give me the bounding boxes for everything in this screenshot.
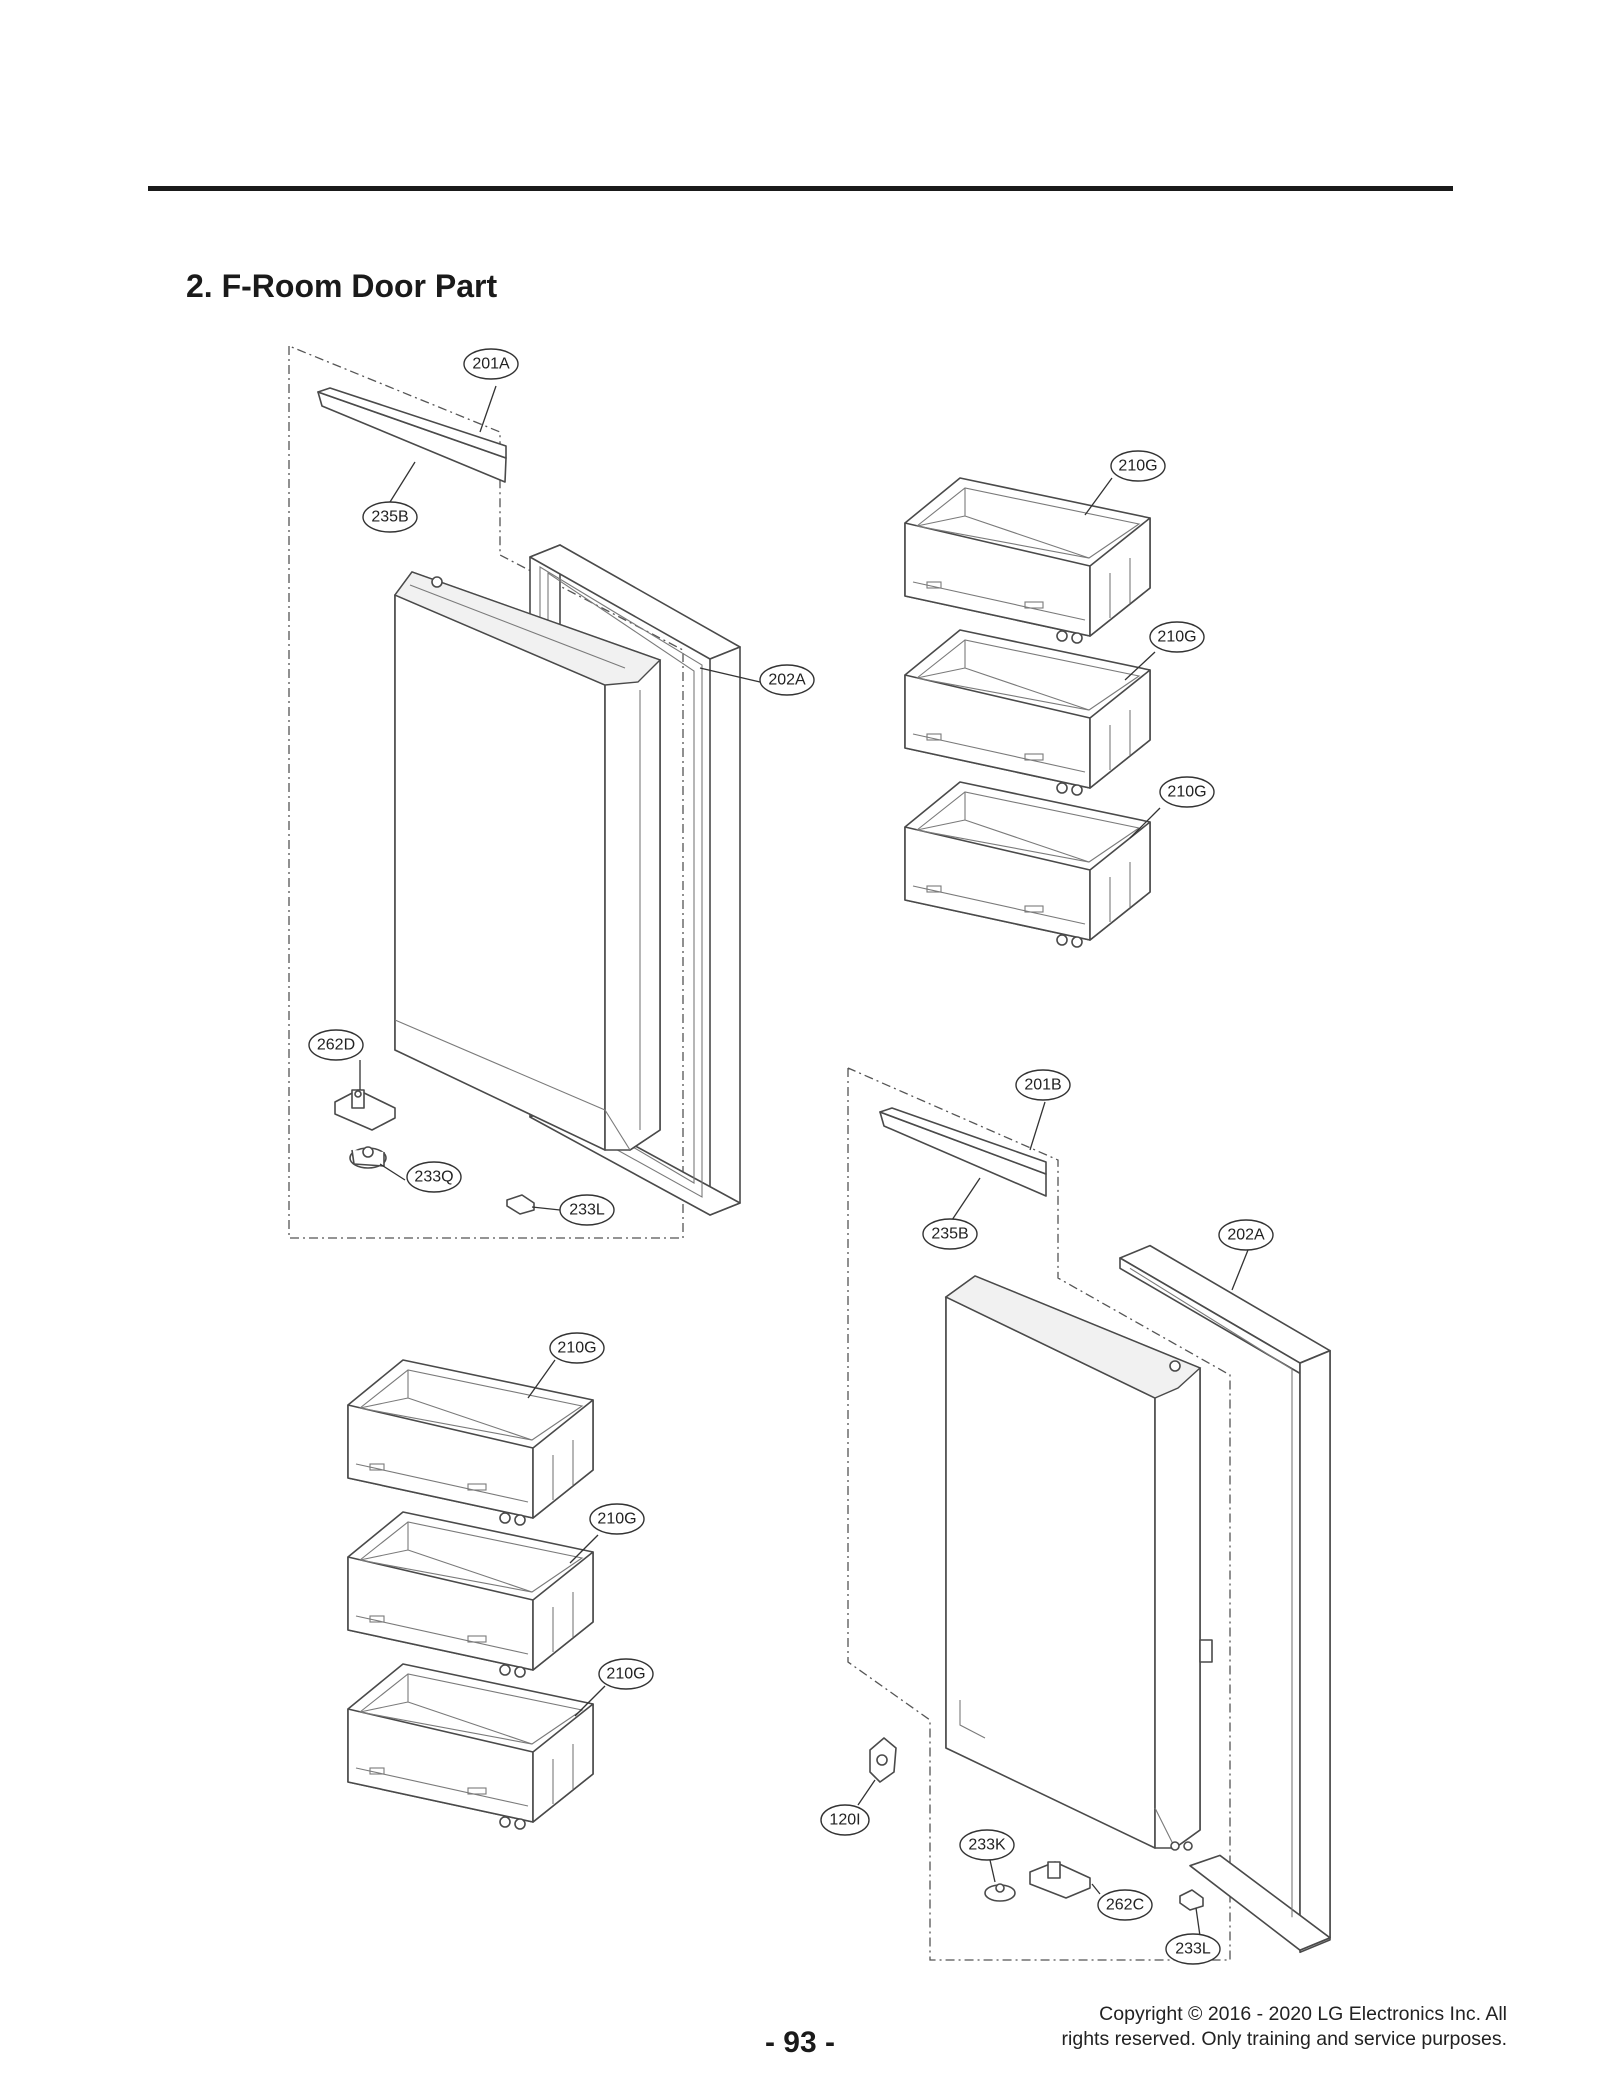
callout-210G-l3: 210G — [598, 1658, 654, 1690]
svg-text:210G: 210G — [606, 1666, 645, 1683]
copyright-line-1: Copyright © 2016 - 2020 LG Electronics I… — [1099, 2003, 1507, 2025]
door-panel-icon-lower — [944, 1275, 1213, 1851]
page-number: - 93 - — [764, 2026, 836, 2059]
handle-trim-235B-lower — [879, 1107, 1047, 1197]
callout-210G-r1: 210G — [1110, 450, 1166, 482]
callout-233Q: 233Q — [406, 1161, 462, 1193]
handle-trim-235B — [317, 387, 507, 483]
cap-233L-bottom — [1179, 1889, 1204, 1911]
svg-text:120I: 120I — [829, 1812, 860, 1829]
door-panel-icon — [393, 571, 662, 1151]
cap-233L-top — [506, 1194, 535, 1215]
right-door-boundary — [847, 1067, 1231, 1961]
part-233K — [984, 1883, 1016, 1902]
callout-202A-top: 202A — [759, 664, 815, 696]
svg-text:202A: 202A — [768, 672, 806, 689]
svg-text:233Q: 233Q — [414, 1169, 453, 1186]
svg-text:210G: 210G — [597, 1511, 636, 1528]
svg-text:233L: 233L — [569, 1202, 605, 1219]
right-door-group — [847, 1067, 1331, 1961]
callout-201A: 201A — [463, 348, 519, 380]
svg-text:201A: 201A — [472, 356, 510, 373]
copyright-line-2: rights reserved. Only training and servi… — [1061, 2028, 1507, 2050]
svg-text:235B: 235B — [371, 509, 408, 526]
left-door-group — [288, 345, 761, 1239]
svg-text:201B: 201B — [1024, 1077, 1061, 1094]
top-rule — [148, 186, 1453, 191]
door-gasket-icon-lower — [1119, 1244, 1331, 1954]
door-bin-icon — [904, 477, 1161, 948]
svg-text:262D: 262D — [317, 1037, 355, 1054]
callout-210G-r3: 210G — [1159, 776, 1215, 808]
callout-235B-top: 235B — [362, 501, 418, 533]
svg-text:233L: 233L — [1175, 1941, 1211, 1958]
callout-233L-bottom: 233L — [1165, 1933, 1221, 1965]
svg-text:235B: 235B — [931, 1226, 968, 1243]
callout-120I: 120I — [820, 1804, 870, 1836]
callout-235B-bottom: 235B — [922, 1218, 978, 1250]
callout-233K: 233K — [959, 1829, 1015, 1861]
callout-262C: 262C — [1097, 1889, 1153, 1921]
hinge-icon — [334, 1089, 396, 1131]
callout-210G-l2: 210G — [589, 1503, 645, 1535]
callout-202A-bottom: 202A — [1218, 1219, 1274, 1251]
svg-text:262C: 262C — [1106, 1897, 1144, 1914]
svg-text:202A: 202A — [1227, 1227, 1265, 1244]
svg-text:210G: 210G — [1167, 784, 1206, 801]
part-120I — [869, 1737, 897, 1783]
hinge-cam-233Q — [349, 1146, 387, 1169]
callout-210G-l1: 210G — [549, 1332, 605, 1364]
copyright-notice: Copyright © 2016 - 2020 LG Electronics I… — [887, 2002, 1507, 2052]
callout-233L-top: 233L — [559, 1194, 615, 1226]
callout-201B: 201B — [1015, 1069, 1071, 1101]
callout-210G-r2: 210G — [1149, 621, 1205, 653]
svg-text:210G: 210G — [1157, 629, 1196, 646]
svg-text:233K: 233K — [968, 1837, 1006, 1854]
section-title: 2. F-Room Door Part — [186, 268, 498, 304]
callout-262D: 262D — [308, 1029, 364, 1061]
hinge-icon-lower — [1029, 1861, 1091, 1899]
door-bin-icon-lower — [347, 1359, 606, 1830]
svg-text:210G: 210G — [1118, 458, 1157, 475]
svg-text:210G: 210G — [557, 1340, 596, 1357]
